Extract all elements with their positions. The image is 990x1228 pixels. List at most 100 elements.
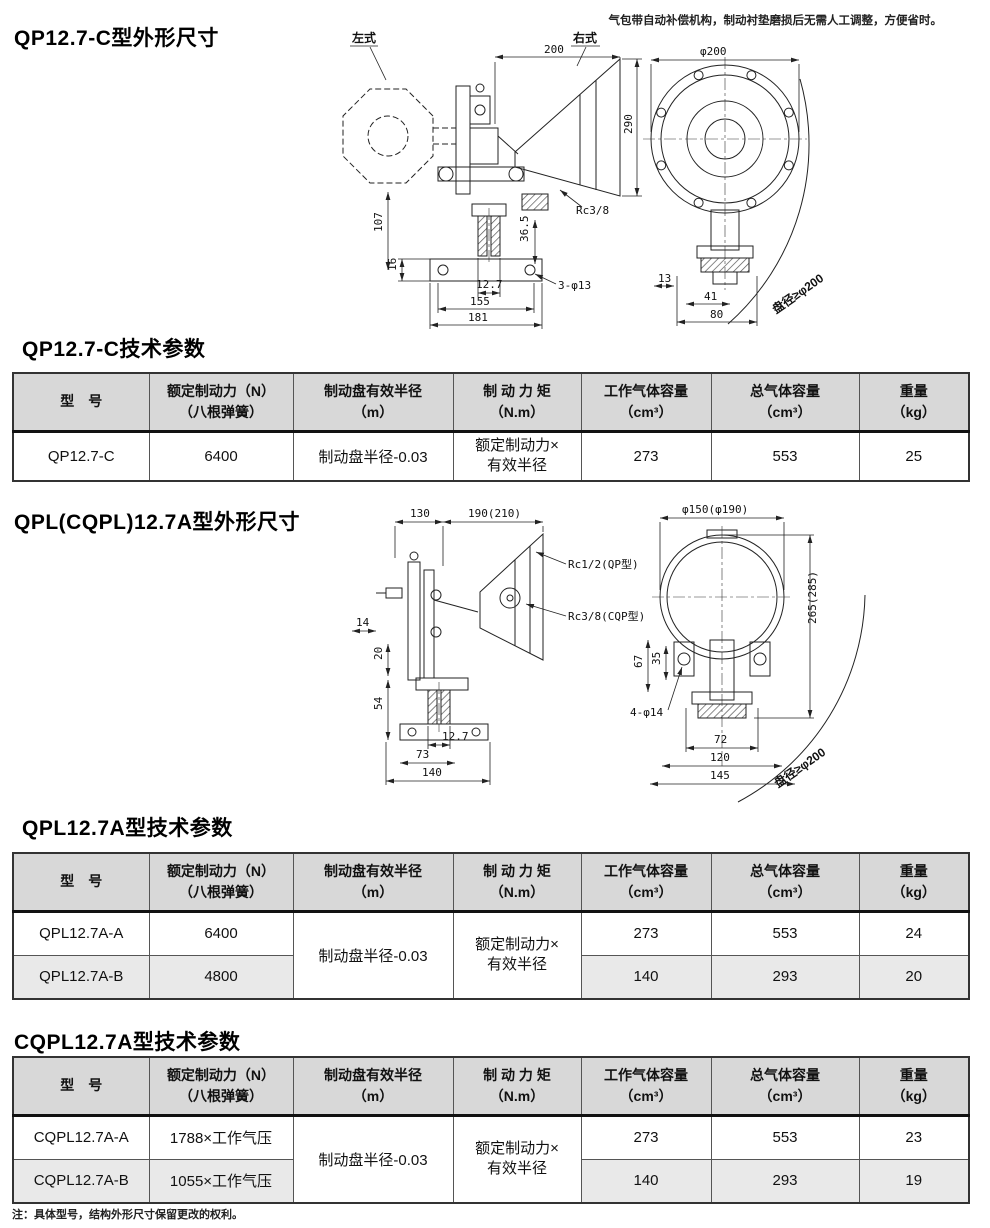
col-header-force: 额定制动力（N）（八根弹簧） [148,1056,294,1117]
section-title-qp-params: QP12.7-C技术参数 [22,338,206,361]
cell-model: CQPL12.7A-B [12,1158,150,1204]
cell-weight: 20 [858,954,970,1000]
qpl-front-view [652,526,792,766]
cell-weight: 19 [858,1158,970,1204]
col-header-radius: 制动盘有效半径（m） [292,852,454,913]
cell-total-volume: 553 [710,430,860,482]
qp-side-view [342,57,621,282]
dim-14: 14 [356,616,370,629]
cell-force: 4800 [148,954,294,1000]
dim-lug-41: 41 [704,290,717,303]
qpl-side-view [376,532,544,741]
qp-side-dims: 左式 右式 200 290 Rc3/8 107 36.5 16 [350,30,642,329]
cell-work-volume: 273 [580,1114,712,1160]
label-disc-dia: 盘径≥φ200 [769,270,826,316]
dim-front-dia-200: φ200 [700,45,727,58]
col-header-model: 型 号 [12,852,150,913]
dim-holes-4-14: 4-φ14 [630,706,663,719]
table-header-row: 型 号 额定制动力（N）（八根弹簧） 制动盘有效半径（m） 制 动 力 矩（N.… [12,372,970,433]
label-right-style: 右式 [572,30,597,45]
cell-model: QP12.7-C [12,430,150,482]
dim-slot-12-7: 12.7 [442,730,469,743]
col-header-model: 型 号 [12,372,150,433]
label-left-style: 左式 [351,30,376,45]
top-note: 气包带自动补偿机构，制动衬垫磨损后无需人工调整，方便省时。 [608,15,943,27]
table-header-row: 型 号 额定制动力（N）（八根弹簧） 制动盘有效半径（m） 制 动 力 矩（N.… [12,852,970,913]
cell-weight: 25 [858,430,970,482]
cell-torque-merged: 额定制动力× 有效半径 [452,910,582,1000]
cell-weight: 23 [858,1114,970,1160]
dim-130: 130 [410,507,430,520]
table-qp127c-params: 型 号 额定制动力（N）（八根弹簧） 制动盘有效半径（m） 制 动 力 矩（N.… [12,372,970,482]
label-disc-dia: 盘径≥φ200 [771,744,828,790]
dim-120: 120 [710,751,730,764]
table-row: CQPL12.7A-A 1788×工作气压 制动盘半径-0.03 额定制动力× … [12,1114,970,1204]
col-header-weight: 重量（kg） [858,372,970,433]
cell-work-volume: 273 [580,430,712,482]
cell-model: QPL12.7A-B [12,954,150,1000]
label-port-qp: Rc1/2(QP型) [568,557,639,571]
dim-lug-80: 80 [710,308,723,321]
bottom-note: 注：具体型号，结构外形尺寸保留更改的权利。 [12,1209,243,1221]
dim-front-dia-150-190: φ150(φ190) [682,503,748,516]
col-header-radius: 制动盘有效半径（m） [292,372,454,433]
cell-radius-merged: 制动盘半径-0.03 [292,1114,454,1204]
dim-190-210: 190(210) [468,507,521,520]
cell-force: 6400 [148,910,294,956]
section-title-qpl-dimensions: QPL(CQPL)12.7A型外形尺寸 [14,511,301,534]
cell-force: 1055×工作气压 [148,1158,294,1204]
dim-20: 20 [372,647,385,660]
table-row: QPL12.7A-B 4800 140 293 20 [12,954,970,1000]
cell-work-volume: 140 [580,1158,712,1204]
cell-work-volume: 273 [580,910,712,956]
dim-lug-13: 13 [658,272,671,285]
cell-torque-merged: 额定制动力× 有效半径 [452,1114,582,1204]
drawing-qpl127a: 130 190(210) Rc1/2(QP型) Rc3/8(CQP型) 14 2… [352,503,866,803]
cell-total-volume: 293 [710,1158,860,1204]
dim-thread-rc38: Rc3/8 [576,204,609,217]
dim-height-265-285: 265(285) [806,571,819,624]
col-header-model: 型 号 [12,1056,150,1117]
col-header-torque: 制 动 力 矩（N.m） [452,372,582,433]
table-row: QPL12.7A-A 6400 制动盘半径-0.03 额定制动力× 有效半径 2… [12,910,970,1000]
dim-73: 73 [416,748,429,761]
cell-radius: 制动盘半径-0.03 [292,430,454,482]
dim-145: 145 [710,769,730,782]
table-row: CQPL12.7A-B 1055×工作气压 140 293 19 [12,1158,970,1204]
col-header-total-volume: 总气体容量（cm³） [710,852,860,913]
cell-model: QPL12.7A-A [12,910,150,956]
dim-holes-3-13: 3-φ13 [558,279,591,292]
dim-mount-107: 107 [372,212,385,232]
dim-height-290: 290 [622,114,635,134]
col-header-work-volume: 工作气体容量（cm³） [580,372,712,433]
cell-torque: 额定制动力× 有效半径 [452,430,582,482]
cell-total-volume: 553 [710,1114,860,1160]
col-header-weight: 重量（kg） [858,1056,970,1117]
col-header-work-volume: 工作气体容量（cm³） [580,852,712,913]
col-header-total-volume: 总气体容量（cm³） [710,1056,860,1117]
col-header-torque: 制 动 力 矩（N.m） [452,852,582,913]
dim-140: 140 [422,766,442,779]
col-header-force: 额定制动力（N）（八根弹簧） [148,852,294,913]
section-title-qpl-params: QPL12.7A型技术参数 [22,817,233,840]
col-header-work-volume: 工作气体容量（cm³） [580,1056,712,1117]
drawing-qp127c: 左式 右式 200 290 Rc3/8 107 36.5 16 [342,30,826,329]
cell-model: CQPL12.7A-A [12,1114,150,1160]
section-title-cqpl-params: CQPL12.7A型技术参数 [14,1031,241,1054]
cell-radius-merged: 制动盘半径-0.03 [292,910,454,1000]
cell-weight: 24 [858,910,970,956]
dim-54: 54 [372,696,385,710]
table-header-row: 型 号 额定制动力（N）（八根弹簧） 制动盘有效半径（m） 制 动 力 矩（N.… [12,1056,970,1117]
qp-front-view [643,57,807,290]
col-header-total-volume: 总气体容量（cm³） [710,372,860,433]
dim-35: 35 [650,652,663,665]
dim-top-width: 200 [544,43,564,56]
col-header-force: 额定制动力（N）（八根弹簧） [148,372,294,433]
col-header-torque: 制 动 力 矩（N.m） [452,1056,582,1117]
table-cqpl127a-params: 型 号 额定制动力（N）（八根弹簧） 制动盘有效半径（m） 制 动 力 矩（N.… [12,1056,970,1204]
dim-67: 67 [632,655,645,668]
dim-72: 72 [714,733,727,746]
cell-force: 1788×工作气压 [148,1114,294,1160]
cell-force: 6400 [148,430,294,482]
